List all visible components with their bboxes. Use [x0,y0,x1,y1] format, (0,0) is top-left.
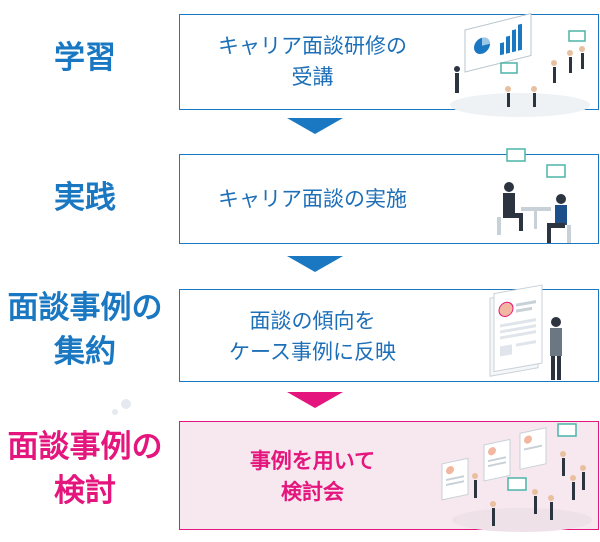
stage-label-line: 集約 [54,334,116,370]
stage-label-line: 面談事例の [7,290,163,326]
stage-label-aggregation: 面談事例の 集約 [0,286,170,374]
stage-label-line: 検討 [54,473,116,509]
case-document-icon [489,284,562,380]
study-group-icon [441,423,592,532]
stage-text-line: 事例を用いて [249,449,376,473]
stage-text-line: キャリア面談の実施 [218,187,407,211]
stage-label-learning: 学習 [0,36,170,80]
stage-text-line: 面談の傾向を [249,309,376,333]
flow-arrow-highlight [287,392,343,408]
stage-text: 事例を用いて 検討会 [180,446,445,508]
stage-label-line: 実践 [54,180,116,216]
stage-box-aggregation: 面談の傾向を ケース事例に反映 [179,284,599,382]
stage-text-line: ケース事例に反映 [229,340,396,364]
stage-label-review: 面談事例の 検討 [0,425,170,513]
stage-label-practice: 実践 [0,176,170,220]
training-session-icon [450,12,590,117]
stage-label-line: 面談事例の [7,429,163,465]
stage-text-line: キャリア面談研修の [218,34,407,58]
stage-text-line: 受講 [291,65,334,89]
stage-text: 面談の傾向を ケース事例に反映 [180,306,445,368]
decorative-dots [112,399,131,415]
interview-meeting-icon [497,148,571,243]
stage-box-practice: キャリア面談の実施 [179,148,599,244]
stage-text: キャリア面談の実施 [180,184,445,215]
stage-text-line: 検討会 [281,480,344,504]
flow-arrow [287,118,343,134]
stage-box-learning: キャリア面談研修の 受講 [179,12,599,117]
stage-text: キャリア面談研修の 受講 [180,31,445,93]
flow-arrow [287,256,343,272]
stage-box-review: 事例を用いて 検討会 [179,421,599,532]
stage-label-line: 学習 [54,40,116,76]
